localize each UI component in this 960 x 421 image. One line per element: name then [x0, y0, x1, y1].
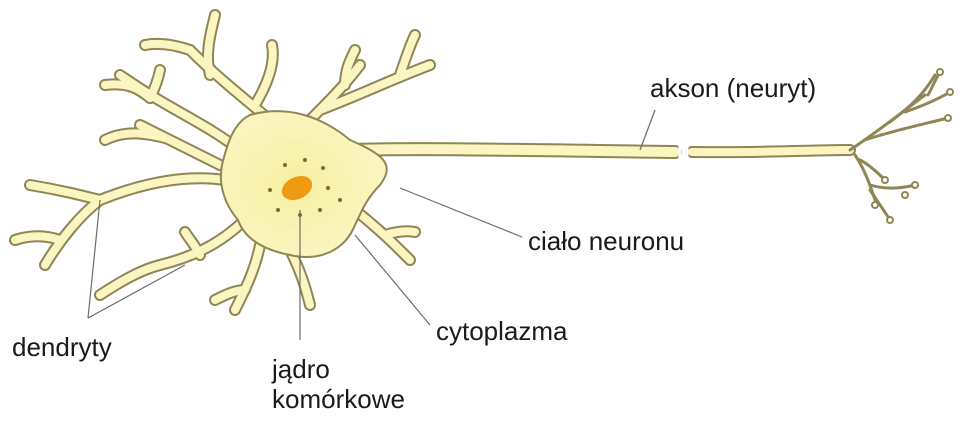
label-dendrites: dendryty [12, 332, 112, 362]
axon [350, 144, 850, 160]
axon-terminals [850, 72, 950, 220]
label-nucleus-line1: jądro [271, 354, 330, 384]
label-cell-body: ciało neuronu [528, 226, 684, 256]
label-axon: akson (neuryt) [650, 73, 816, 103]
synaptic-knobs [872, 69, 953, 223]
label-cytoplasm: cytoplazma [436, 316, 568, 346]
label-nucleus-line2: komórkowe [272, 384, 405, 414]
